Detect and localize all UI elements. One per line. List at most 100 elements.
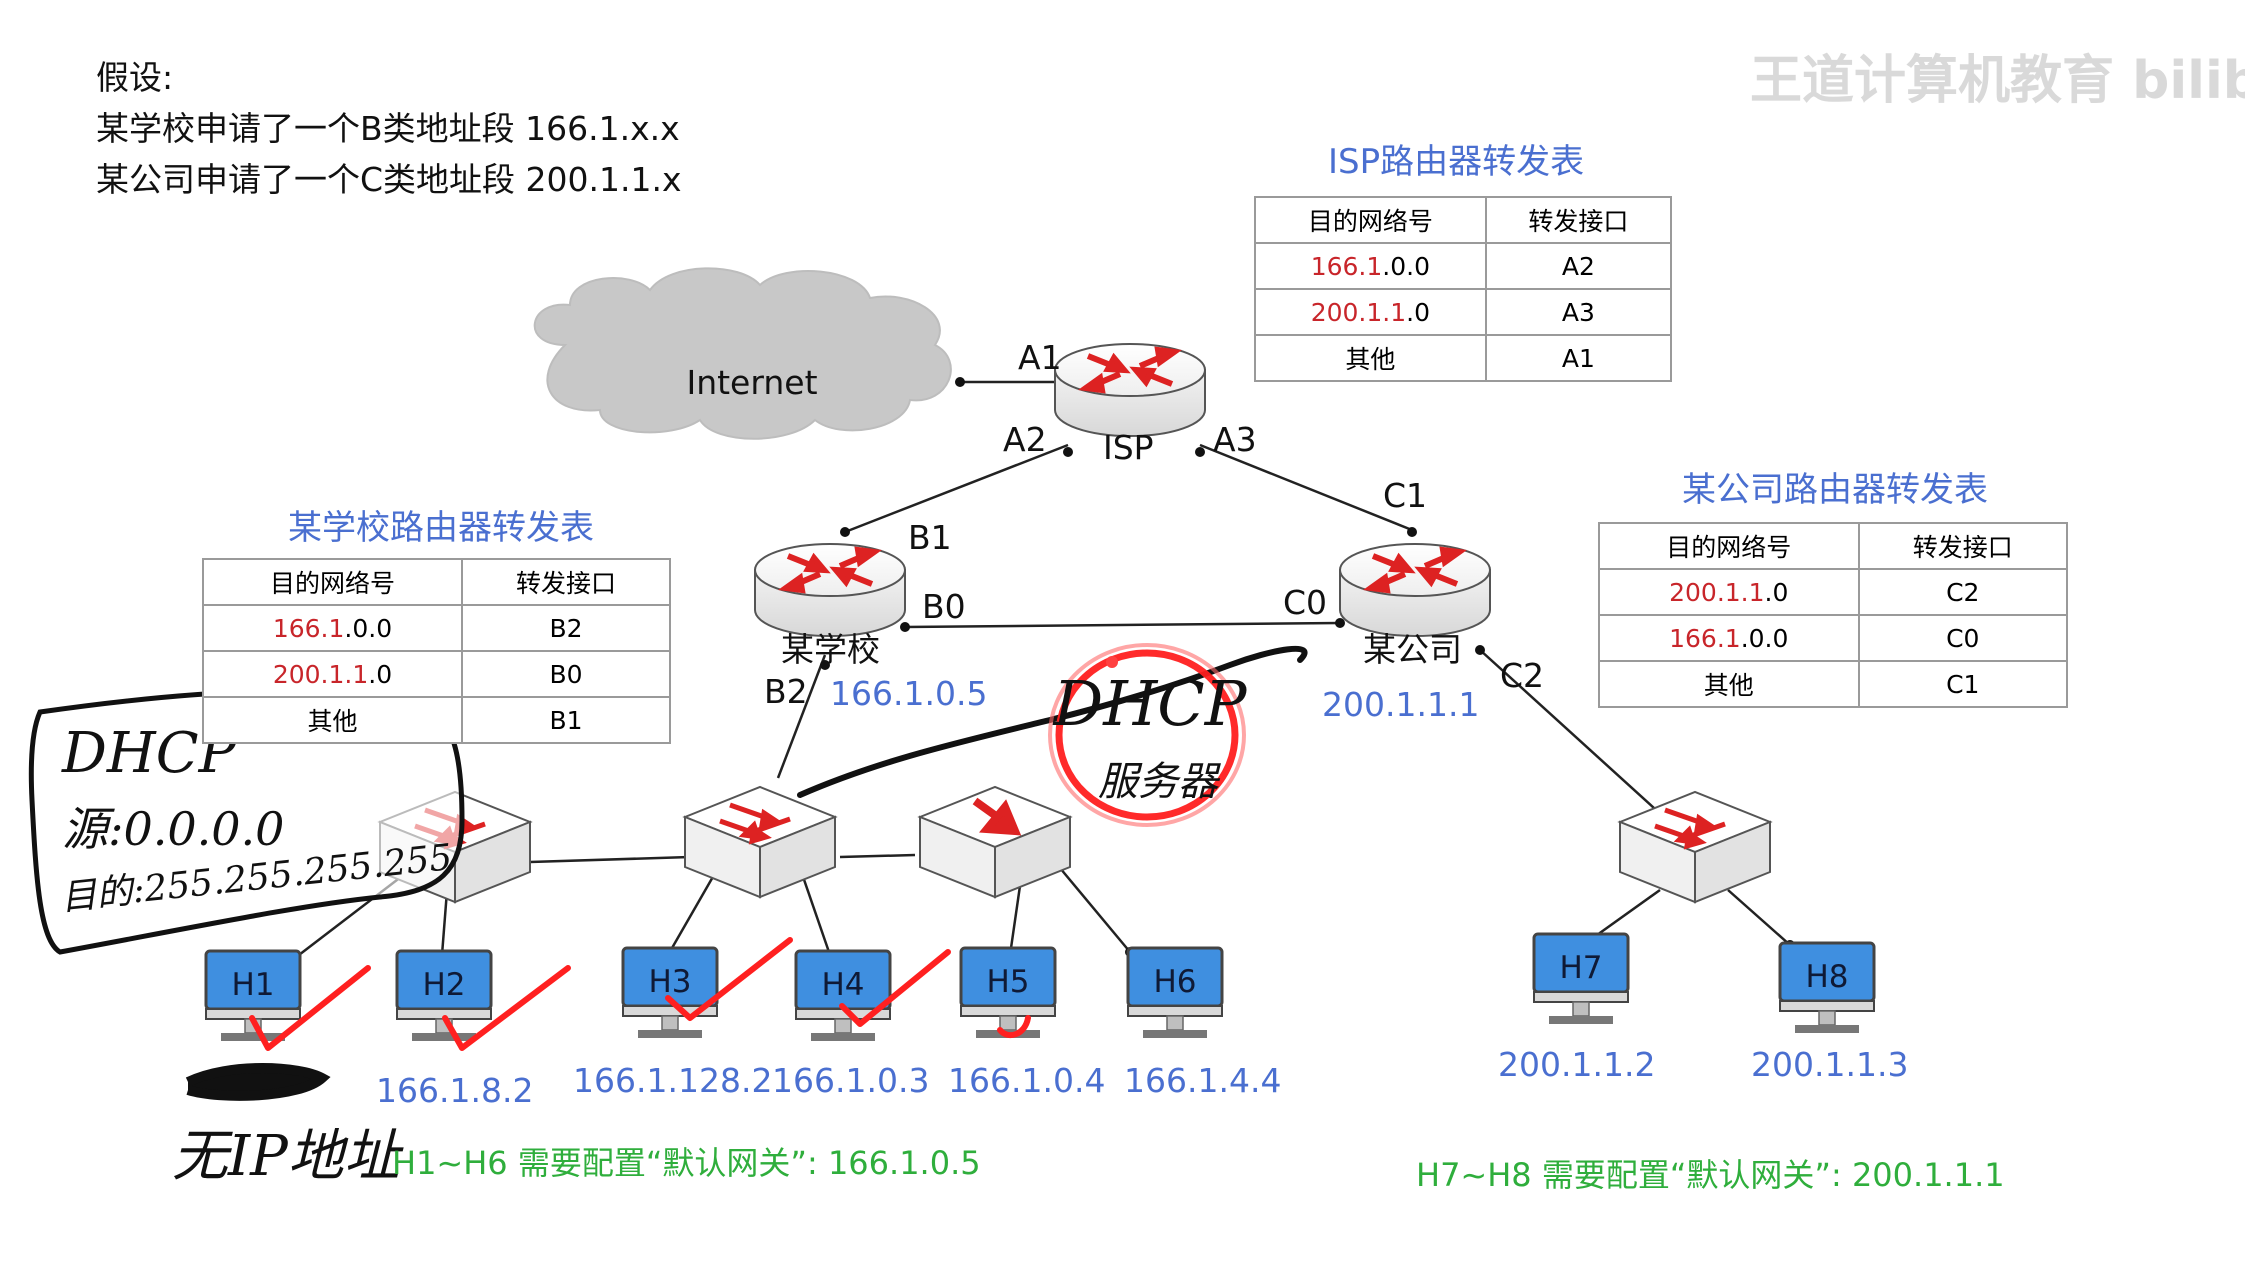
school-forwarding-table: 目的网络号 转发接口 166.1.0.0 B2 200.1.1.0 B0 其他 … [202, 558, 672, 744]
company-table-title: 某公司路由器转发表 [1682, 470, 1988, 510]
col-port: 转发接口 [460, 558, 672, 606]
host-h5-ip: 166.1.0.4 [948, 1061, 1106, 1100]
host-h6-ip: 166.1.4.4 [1124, 1061, 1282, 1100]
isp-table-title: ISP路由器转发表 [1328, 142, 1585, 182]
host-h3: H3 [621, 946, 719, 1040]
link-company-switch [1479, 649, 1666, 819]
red-checkmarks [249, 937, 1031, 1051]
table-row: 其他 C1 [1598, 660, 2069, 708]
dest-network-cell: 200.1.1.0 [1598, 568, 1860, 616]
link-sw2-hub [839, 853, 916, 859]
host-name: H4 [821, 967, 864, 1003]
host-name: H1 [231, 967, 274, 1003]
assumption-line1: 某学校申请了一个B类地址段 166.1.x.x [96, 109, 680, 148]
school-router-label: 某学校 [781, 630, 880, 669]
host-h1: H1 [204, 949, 302, 1043]
port-b1-label: B1 [908, 518, 952, 557]
dhcp-server-annotation: DHCP 服务器 [797, 643, 1308, 827]
check-h5 [997, 1015, 1031, 1039]
col-port: 转发接口 [1484, 196, 1673, 244]
dest-network-cell: 200.1.1.0 [202, 650, 463, 698]
port-b0-label: B0 [922, 587, 966, 626]
dhcp-hand-line2: 源:0.0.0.0 [62, 802, 284, 856]
host-h5: H5 [959, 946, 1057, 1040]
internet-label: Internet [686, 363, 817, 402]
switch-3-icon [1620, 792, 1770, 902]
port-cell: C2 [1857, 568, 2069, 616]
host-h4-ip: 166.1.0.3 [772, 1061, 930, 1100]
table-header-row: 目的网络号 转发接口 [1254, 196, 1673, 244]
table-row: 其他 A1 [1254, 334, 1673, 382]
company-gateway-note: H7~H8 需要配置“默认网关”: 200.1.1.1 [1416, 1156, 2005, 1194]
port-cell: A3 [1484, 288, 1673, 336]
host-h8-ip: 200.1.1.3 [1751, 1045, 1909, 1084]
link-h3 [666, 867, 720, 956]
port-cell: B1 [460, 696, 672, 744]
port-c0-label: C0 [1283, 583, 1328, 622]
host-h2: H2 [395, 949, 493, 1043]
host-h3-ip: 166.1.128.2 [573, 1061, 773, 1100]
port-cell: C0 [1857, 614, 2069, 662]
link-school-company [904, 621, 1341, 629]
company-router-ip: 200.1.1.1 [1322, 685, 1480, 724]
check-h3 [665, 937, 793, 1021]
school-gateway-note: H1~H6 需要配置“默认网关”: 166.1.0.5 [392, 1144, 981, 1182]
port-cell: C1 [1857, 660, 2069, 708]
dhcp-server-line1: DHCP [1053, 667, 1248, 740]
no-ip-address-note: 无IP地址 [172, 1124, 404, 1189]
switch-2-icon [685, 787, 835, 897]
col-dest-network: 目的网络号 [1598, 522, 1860, 570]
host-h7: H7 [1532, 932, 1630, 1026]
table-row: 166.1.0.0 B2 [202, 604, 672, 652]
host-h7-ip: 200.1.1.2 [1498, 1045, 1656, 1084]
check-h2 [442, 965, 571, 1051]
link-h7 [1589, 888, 1661, 942]
col-dest-network: 目的网络号 [1254, 196, 1487, 244]
host-name: H8 [1805, 959, 1848, 995]
assumption-text: 假设: 某学校申请了一个B类地址段 166.1.x.x 某公司申请了一个C类地址… [96, 52, 682, 205]
link-isp-school [844, 443, 1069, 534]
col-dest-network: 目的网络号 [202, 558, 463, 606]
isp-router-label: ISP [1103, 428, 1154, 467]
link-sw1-sw2 [529, 855, 691, 864]
table-row: 200.1.1.0 A3 [1254, 288, 1673, 336]
assumption-heading: 假设: [96, 58, 174, 97]
isp-router-icon [1055, 344, 1205, 436]
check-h4 [839, 949, 951, 1027]
dest-network-cell: 166.1.0.0 [202, 604, 463, 652]
table-row: 200.1.1.0 B0 [202, 650, 672, 698]
port-cell: A1 [1484, 334, 1673, 382]
table-row: 其他 B1 [202, 696, 672, 744]
school-router-ip: 166.1.0.5 [830, 674, 988, 713]
table-row: 166.1.0.0 C0 [1598, 614, 2069, 662]
internet-cloud: Internet [533, 267, 952, 440]
link-h8 [1727, 889, 1791, 946]
dest-network-cell: 其他 [1598, 660, 1860, 708]
dhcp-server-line2: 服务器 [1098, 759, 1221, 805]
table-header-row: 目的网络号 转发接口 [202, 558, 672, 606]
school-table-title: 某学校路由器转发表 [288, 508, 594, 548]
table-row: 166.1.0.0 A2 [1254, 242, 1673, 290]
dhcp-handwritten-box: DHCP 源:0.0.0.0 目的:255.255.255.255 [28, 688, 465, 955]
watermark: 王道计算机教育 bilibili [1750, 51, 2245, 111]
dest-network-cell: 其他 [202, 696, 463, 744]
assumption-line2: 某公司申请了一个C类地址段 200.1.1.x [96, 160, 682, 199]
host-name: H2 [422, 967, 465, 1003]
host-h2-ip: 166.1.8.2 [376, 1071, 534, 1110]
col-port: 转发接口 [1857, 522, 2069, 570]
check-h1 [249, 965, 371, 1051]
h1-ip-scribble [185, 1063, 331, 1101]
port-a1-label: A1 [1018, 338, 1062, 377]
port-a2-label: A2 [1003, 420, 1047, 459]
port-c1-label: C1 [1383, 476, 1428, 515]
link-h6 [1059, 867, 1131, 953]
host-name: H6 [1153, 964, 1196, 1000]
company-forwarding-table: 目的网络号 转发接口 200.1.1.0 C2 166.1.0.0 C0 其他 … [1598, 522, 2069, 708]
port-cell: B2 [460, 604, 672, 652]
dest-network-cell: 其他 [1254, 334, 1487, 382]
host-name: H3 [648, 964, 691, 1000]
dest-network-cell: 166.1.0.0 [1598, 614, 1860, 662]
host-name: H5 [986, 964, 1029, 1000]
link-school-switch [776, 654, 827, 779]
hub-icon [920, 787, 1070, 897]
